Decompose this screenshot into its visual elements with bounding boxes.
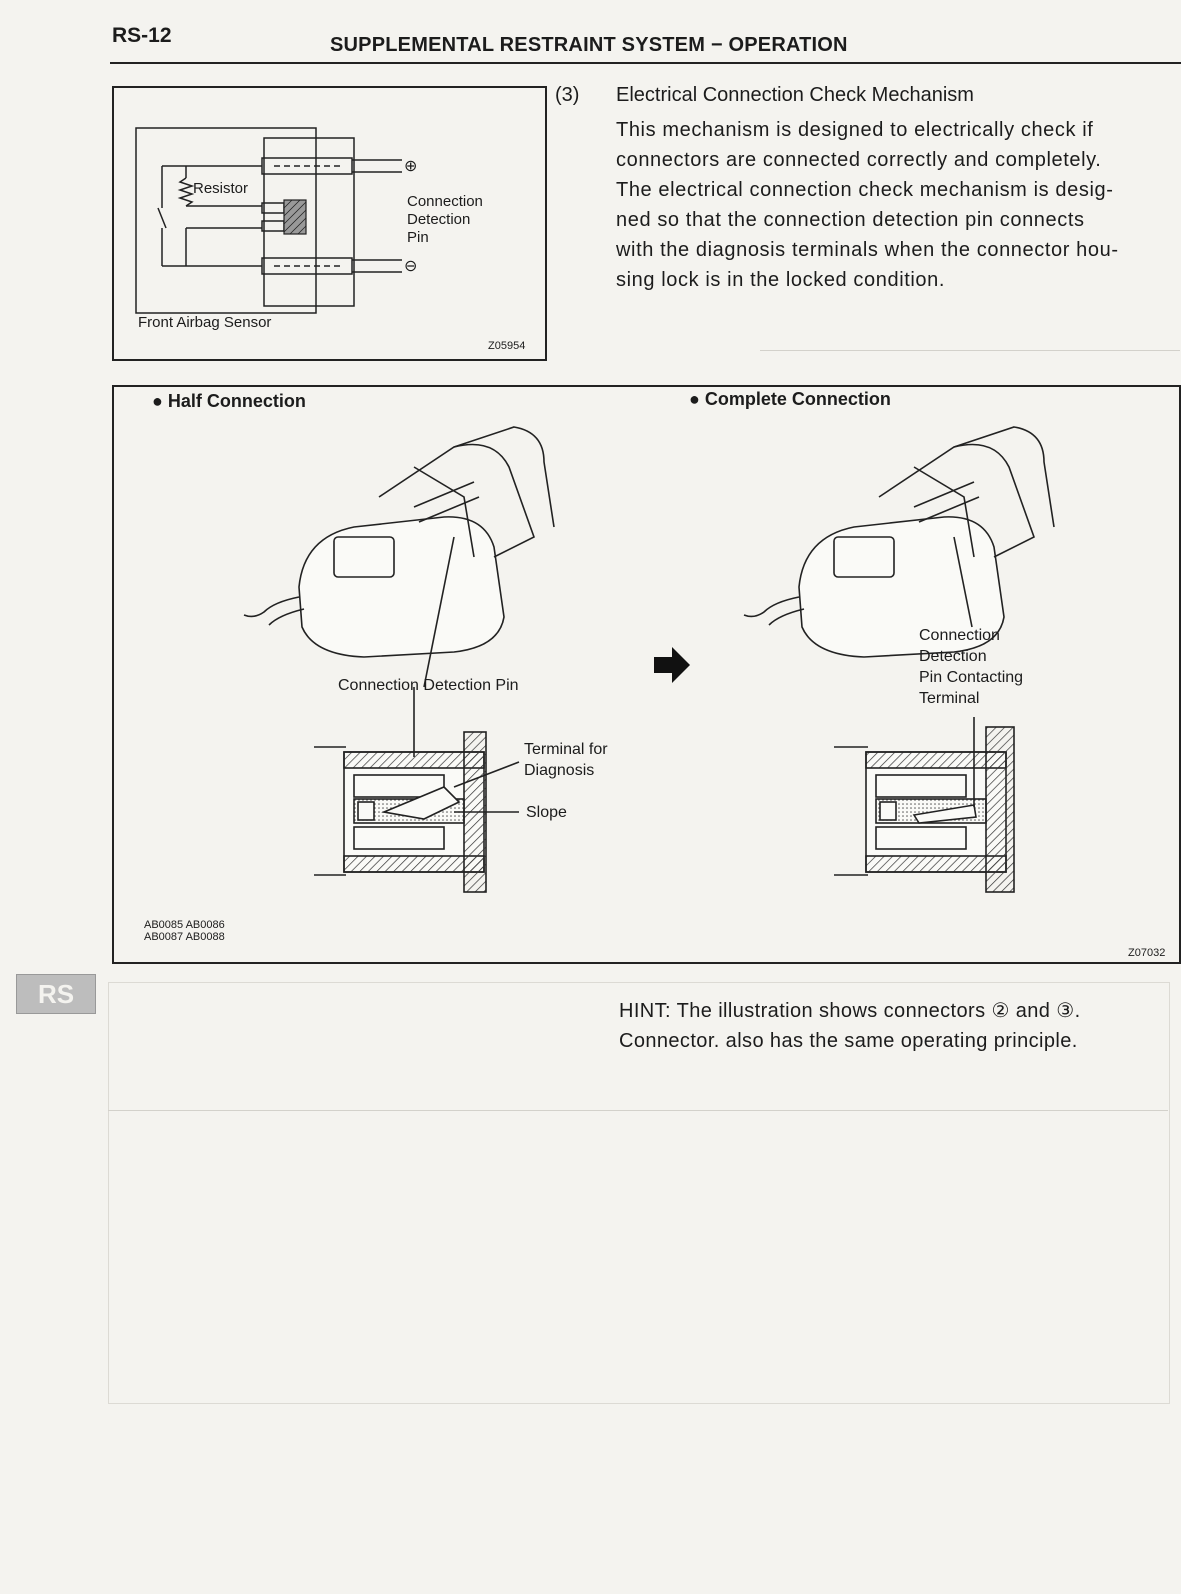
contact-terminal-label-line4: Terminal — [919, 690, 980, 707]
section-number: (3) — [555, 84, 580, 106]
figure-codes-line2: AB0087 AB0088 — [144, 931, 225, 943]
connector-illustration — [243, 426, 1055, 893]
diagnosis-terminal-label-line1: Terminal for — [524, 741, 608, 758]
body-line: connectors are connected correctly and c… — [616, 149, 1102, 171]
hint-line: Connector. also has the same operating p… — [619, 1030, 1078, 1052]
figure-code-right: Z07032 — [1128, 947, 1166, 959]
circuit-diagram — [135, 127, 402, 314]
page-number: RS-12 — [112, 24, 172, 47]
detection-pin-label: Connection Detection Pin — [338, 677, 519, 694]
contact-terminal-label-line3: Pin Contacting — [919, 669, 1024, 686]
hint-line: HINT: The illustration shows connectors … — [619, 1000, 1081, 1022]
body-line: with the diagnosis terminals when the co… — [616, 239, 1119, 261]
circuit-diagram-figure: Resistor ⊕ ⊖ Connection Detection Pin Fr… — [112, 86, 547, 361]
header-rule — [110, 62, 1181, 64]
hint-text: HINT: The illustration shows connectors … — [619, 996, 1179, 1056]
negative-terminal-icon: ⊖ — [404, 258, 418, 275]
slope-label: Slope — [526, 804, 567, 821]
detection-pin-label-line1: Connection — [407, 193, 483, 210]
bleed-through-line — [760, 350, 1180, 351]
resistor-label: Resistor — [193, 180, 249, 197]
bullet-icon: ● — [689, 389, 705, 409]
bleed-through-line — [108, 1110, 1168, 1111]
bullet-icon: ● — [152, 391, 168, 411]
contact-terminal-label-line1: Connection — [919, 627, 1000, 644]
page-title: SUPPLEMENTAL RESTRAINT SYSTEM − OPERATIO… — [330, 34, 848, 56]
connector-illustration-figure: ● Half Connection ● Complete Connection … — [112, 385, 1181, 964]
body-line: This mechanism is designed to electrical… — [616, 119, 1094, 141]
half-connection-title: ● Half Connection — [152, 391, 306, 411]
body-line: The electrical connection check mechanis… — [616, 179, 1114, 201]
body-line: sing lock is in the locked condition. — [616, 269, 946, 291]
diagnosis-terminal-label-line2: Diagnosis — [524, 762, 595, 779]
figure-codes-line1: AB0085 AB0086 — [144, 919, 225, 931]
body-line: ned so that the connection detection pin… — [616, 209, 1085, 231]
bleed-through-frame — [108, 982, 1170, 1404]
positive-terminal-icon: ⊕ — [404, 158, 418, 175]
section-tab: RS — [16, 974, 96, 1014]
section-body: This mechanism is designed to electrical… — [616, 115, 1176, 295]
complete-connection-title: ● Complete Connection — [689, 389, 891, 409]
section-title: Electrical Connection Check Mechanism — [616, 84, 974, 106]
detection-pin-label-line3: Pin — [407, 229, 429, 246]
contact-terminal-label-line2: Detection — [919, 648, 987, 665]
detection-pin-label-line2: Detection — [407, 211, 471, 228]
front-airbag-sensor-label: Front Airbag Sensor — [138, 314, 272, 331]
figure-code: Z05954 — [488, 340, 526, 352]
